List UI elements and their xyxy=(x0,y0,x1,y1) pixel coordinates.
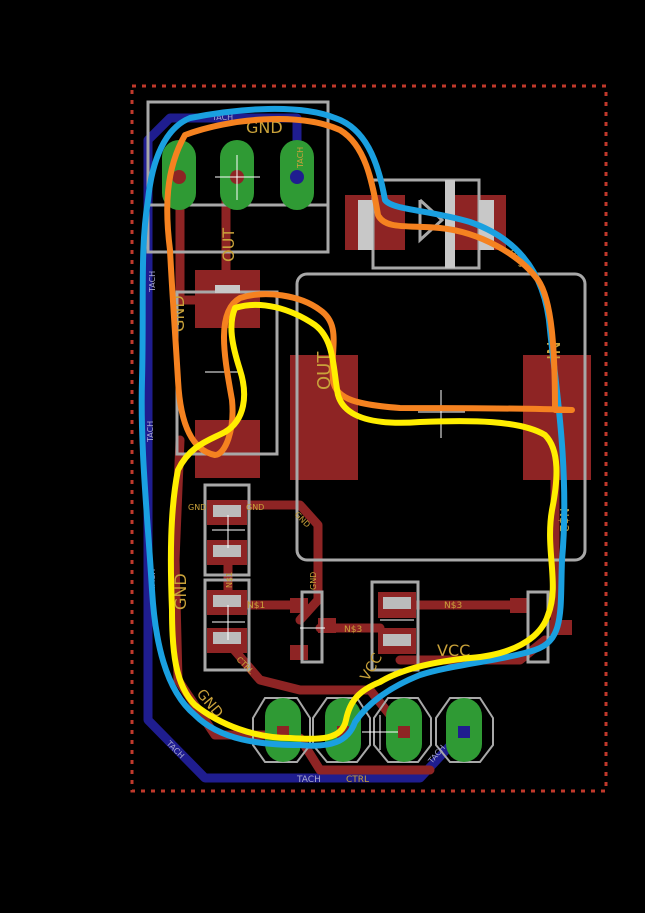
label-gnd-r1: GND xyxy=(188,503,206,512)
diode-silk-left xyxy=(358,200,373,250)
bottom-pad-1-outline xyxy=(252,697,311,763)
bottom-pad-4-outline xyxy=(435,697,494,763)
regulator-outline xyxy=(295,272,587,562)
r2-outline xyxy=(203,578,251,672)
r2-silk-a xyxy=(213,595,241,607)
header-outline-top xyxy=(146,100,330,254)
origin-crosshairs xyxy=(205,155,465,750)
r1-outline xyxy=(203,483,251,577)
label-vcc: VCC xyxy=(437,641,470,660)
label-ctrl-bottom: CTRL xyxy=(346,775,369,785)
regulator-out-pad xyxy=(290,355,358,480)
bottom-pad-2-outline xyxy=(312,697,371,763)
label-gnd-r1b: GND xyxy=(246,503,264,512)
r3-silk-b xyxy=(383,634,411,646)
q2-outline xyxy=(526,590,550,664)
label-n1-vert: N$1 xyxy=(225,572,234,588)
header-hole-1 xyxy=(172,170,186,184)
label-tach-left-mid: TACH xyxy=(146,421,155,443)
q2-pad-a xyxy=(510,598,528,613)
gnd-trace-2 xyxy=(240,500,323,625)
r1-silk-a xyxy=(213,505,241,517)
label-gnd-q2: GND xyxy=(309,572,318,590)
highlight-loops xyxy=(138,105,575,749)
r2-silk-b xyxy=(213,632,241,644)
header-hole-3 xyxy=(290,170,304,184)
label-n3-right: N$3 xyxy=(444,601,462,611)
q1-pad-b xyxy=(290,645,308,660)
yellow-highlight-loop xyxy=(167,301,560,742)
diode-band xyxy=(445,180,455,268)
q1-pad-a xyxy=(290,598,308,613)
blue-highlight-loop xyxy=(138,105,568,749)
label-tach-pin: TACH xyxy=(296,147,305,169)
bottom-pad-3-outline xyxy=(373,697,432,763)
label-tach-top: TACH xyxy=(211,113,233,122)
label-n1-r2: N$1 xyxy=(247,601,265,611)
top-header xyxy=(162,140,314,210)
cap-silk-top xyxy=(215,285,240,293)
r3-outline xyxy=(370,580,420,672)
bottom-hole-4 xyxy=(458,726,470,738)
r3-silk-a xyxy=(383,597,411,609)
q1-outline xyxy=(300,590,324,664)
r1-silk-b xyxy=(213,545,241,557)
bottom-hole-3 xyxy=(398,726,410,738)
silk-fills xyxy=(213,180,494,646)
label-gnd-left-low: GND xyxy=(171,573,190,610)
label-tach-bottom: TACH xyxy=(296,775,321,785)
label-tach-left-upper: TACH xyxy=(148,271,157,293)
label-out-left: OUT xyxy=(219,228,238,262)
label-n3-mid: N$3 xyxy=(344,625,362,635)
